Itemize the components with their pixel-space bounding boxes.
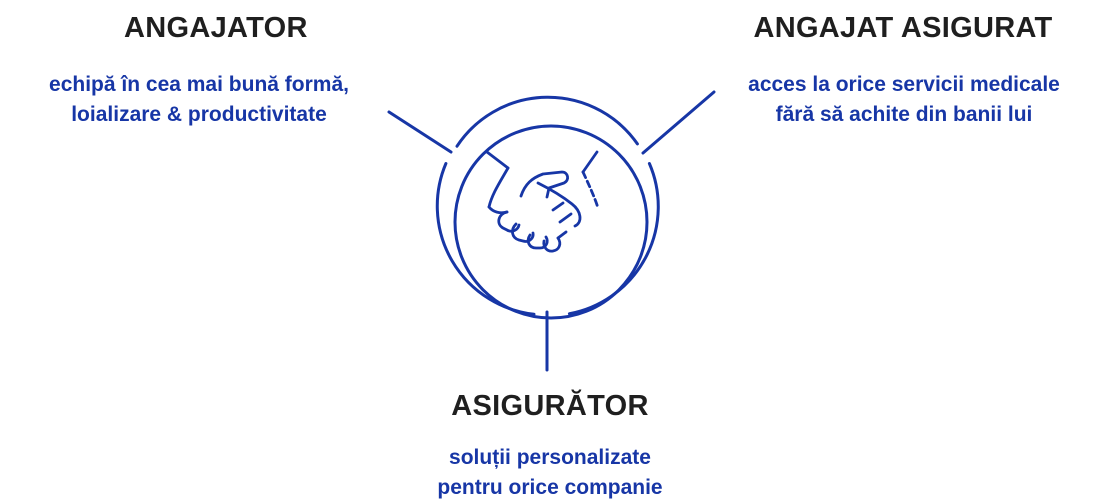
outer-ring-arc-top	[455, 95, 639, 148]
employee-title: ANGAJAT ASIGURAT	[753, 12, 1053, 44]
employer-description: echipă în cea mai bună formă, loializare…	[4, 70, 394, 130]
employer-line-2: loializare & productivitate	[71, 103, 327, 126]
employee-line-1: acces la orice servicii medicale	[748, 73, 1060, 96]
insurer-description: soluții personalizate pentru orice compa…	[380, 443, 720, 503]
insurer-line-1: soluții personalizate	[449, 446, 651, 469]
handshake-icon	[485, 150, 600, 253]
employer-title: ANGAJATOR	[124, 12, 308, 44]
employee-line-2: fără să achite din banii lui	[775, 103, 1033, 126]
outer-ring-arc-right	[567, 162, 660, 316]
connector-employee	[641, 90, 716, 155]
inner-ring	[453, 124, 649, 320]
employer-line-1: echipă în cea mai bună formă,	[49, 73, 349, 96]
connector-employer	[387, 110, 453, 154]
employee-description: acces la orice servicii medicale fără să…	[714, 70, 1094, 130]
insurer-line-2: pentru orice companie	[437, 476, 663, 499]
insurer-title: ASIGURĂTOR	[451, 390, 649, 422]
